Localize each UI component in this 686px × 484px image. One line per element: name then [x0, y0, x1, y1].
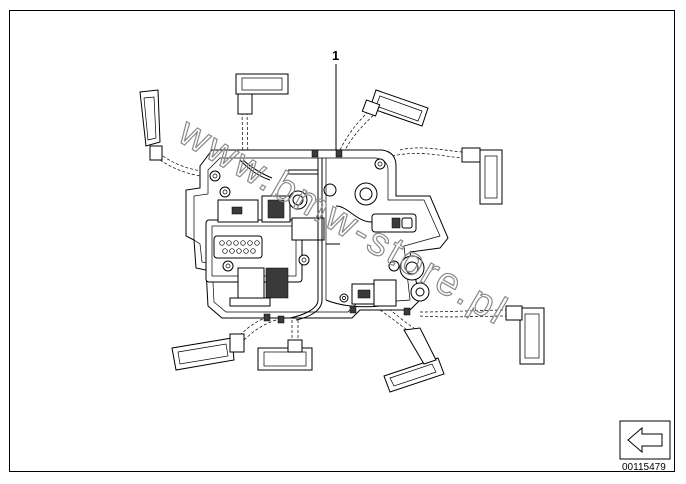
sensor-connector-far-right: [505, 305, 545, 365]
electronic-control-unit: [185, 149, 449, 324]
navigation-arrow[interactable]: [619, 420, 671, 460]
sensor-connector-bottom-right: [383, 327, 445, 393]
arrow-left-icon: [627, 426, 663, 454]
sensor-connector-bottom-left: [171, 333, 245, 371]
sensor-connector-bottom: [257, 339, 313, 371]
diagram-frame: [9, 10, 675, 472]
connector-pins: [219, 240, 260, 254]
sensor-connector-top: [235, 73, 289, 115]
sensor-connector-top-right: [361, 89, 429, 127]
sensor-connector-top-left: [139, 89, 163, 161]
part-callout: 1: [332, 48, 339, 150]
part-callout-number: 1: [332, 48, 339, 63]
sensor-connector-right: [461, 147, 503, 205]
document-number: 00115479: [622, 462, 666, 473]
